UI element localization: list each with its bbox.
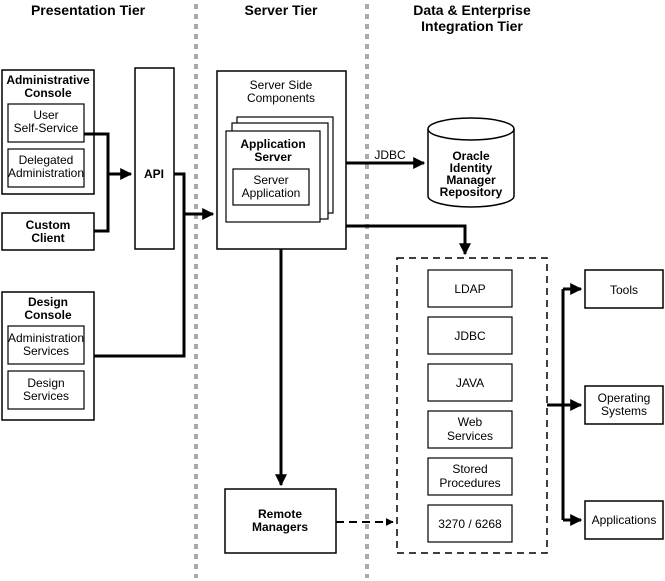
- svg-text:Oracle: Oracle: [452, 149, 490, 163]
- connector-admin-console: [84, 132, 110, 174]
- server-tier-header: Server Tier: [245, 2, 318, 18]
- svg-text:Tools: Tools: [610, 283, 638, 297]
- svg-text:Server Side: Server Side: [250, 78, 313, 92]
- jdbc-link-label: JDBC: [374, 148, 406, 162]
- connector-stored-procedures: Stored Procedures: [427, 457, 513, 496]
- target-tools: Tools: [584, 269, 664, 309]
- svg-text:JDBC: JDBC: [454, 329, 486, 343]
- svg-text:Custom: Custom: [26, 218, 71, 232]
- presentation-tier-header: Presentation Tier: [31, 2, 146, 18]
- connector-3270-6268: 3270 / 6268: [427, 504, 513, 543]
- svg-text:Application: Application: [240, 137, 305, 151]
- delegated-administration-box: Delegated Administration: [7, 148, 85, 188]
- svg-text:Operating: Operating: [598, 391, 651, 405]
- svg-text:Delegated: Delegated: [19, 153, 74, 167]
- svg-text:Services: Services: [23, 389, 69, 403]
- svg-text:User: User: [33, 108, 58, 122]
- target-applications: Applications: [584, 500, 664, 540]
- connector-custom-client: [94, 174, 110, 233]
- connector-jdbc: JDBC: [427, 316, 513, 355]
- data-tier-header-line1: Data & Enterprise: [413, 2, 531, 18]
- design-services-box: Design Services: [7, 370, 85, 410]
- custom-client-box: Custom Client: [1, 212, 95, 251]
- svg-text:Administration: Administration: [8, 166, 84, 180]
- svg-text:Console: Console: [24, 86, 72, 100]
- svg-text:Applications: Applications: [592, 513, 657, 527]
- data-tier-header-line2: Integration Tier: [421, 18, 523, 34]
- svg-text:Web: Web: [458, 415, 483, 429]
- connector-design-console: [94, 172, 186, 358]
- svg-text:Server: Server: [253, 173, 288, 187]
- svg-text:Self-Service: Self-Service: [14, 121, 79, 135]
- svg-text:Application: Application: [242, 186, 301, 200]
- svg-text:Administrative: Administrative: [6, 73, 90, 87]
- svg-text:Server: Server: [254, 150, 292, 164]
- target-operating-systems: Operating Systems: [584, 385, 664, 425]
- svg-text:Console: Console: [24, 308, 72, 322]
- svg-text:API: API: [144, 167, 164, 181]
- svg-text:Design: Design: [27, 376, 64, 390]
- svg-text:Procedures: Procedures: [439, 476, 500, 490]
- connector-web-services: Web Services: [427, 410, 513, 449]
- svg-text:JAVA: JAVA: [456, 376, 484, 390]
- svg-text:Services: Services: [23, 344, 69, 358]
- svg-text:Administration: Administration: [8, 331, 84, 345]
- svg-text:Stored: Stored: [452, 462, 487, 476]
- svg-text:Client: Client: [31, 231, 64, 245]
- svg-text:Managers: Managers: [252, 520, 308, 534]
- svg-text:Design: Design: [28, 295, 68, 309]
- administration-services-box: Administration Services: [7, 325, 85, 365]
- connector-ldap: LDAP: [427, 269, 513, 308]
- connector-java: JAVA: [427, 363, 513, 402]
- svg-text:Manager: Manager: [446, 173, 496, 187]
- svg-text:Remote: Remote: [258, 507, 302, 521]
- svg-text:3270 / 6268: 3270 / 6268: [438, 517, 502, 531]
- svg-text:Services: Services: [447, 429, 493, 443]
- svg-text:Repository: Repository: [440, 185, 503, 199]
- api-box: API: [134, 67, 175, 250]
- svg-text:Components: Components: [247, 91, 315, 105]
- server-application-box: Server Application: [232, 168, 310, 206]
- svg-text:Identity: Identity: [450, 161, 493, 175]
- user-self-service-box: User Self-Service: [7, 103, 85, 143]
- svg-text:LDAP: LDAP: [454, 282, 485, 296]
- arrow-server-to-connectors: [346, 224, 471, 256]
- remote-managers-box: Remote Managers: [224, 488, 337, 554]
- svg-text:Systems: Systems: [601, 404, 647, 418]
- oracle-repository-cylinder: Oracle Identity Manager Repository: [427, 117, 515, 208]
